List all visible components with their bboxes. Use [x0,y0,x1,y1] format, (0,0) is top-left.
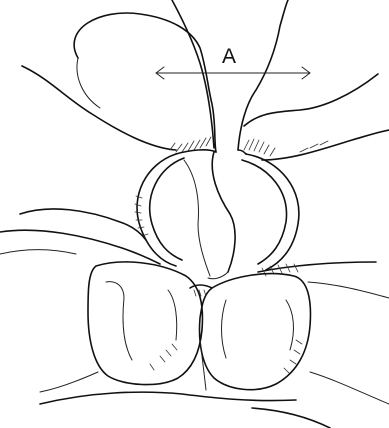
lower-left-tooth [88,262,202,385]
lower-right-tooth [200,274,311,390]
lower-gum-lines [40,372,389,428]
central-tooth [184,152,235,279]
upper-right-crown [238,0,389,160]
right-gum-lines [258,262,389,298]
left-gum-lines [0,209,160,264]
measurement-label: A [222,45,236,68]
upper-left-crown [22,0,216,152]
crown-ring [135,150,299,270]
measurement-arrow [156,67,310,79]
